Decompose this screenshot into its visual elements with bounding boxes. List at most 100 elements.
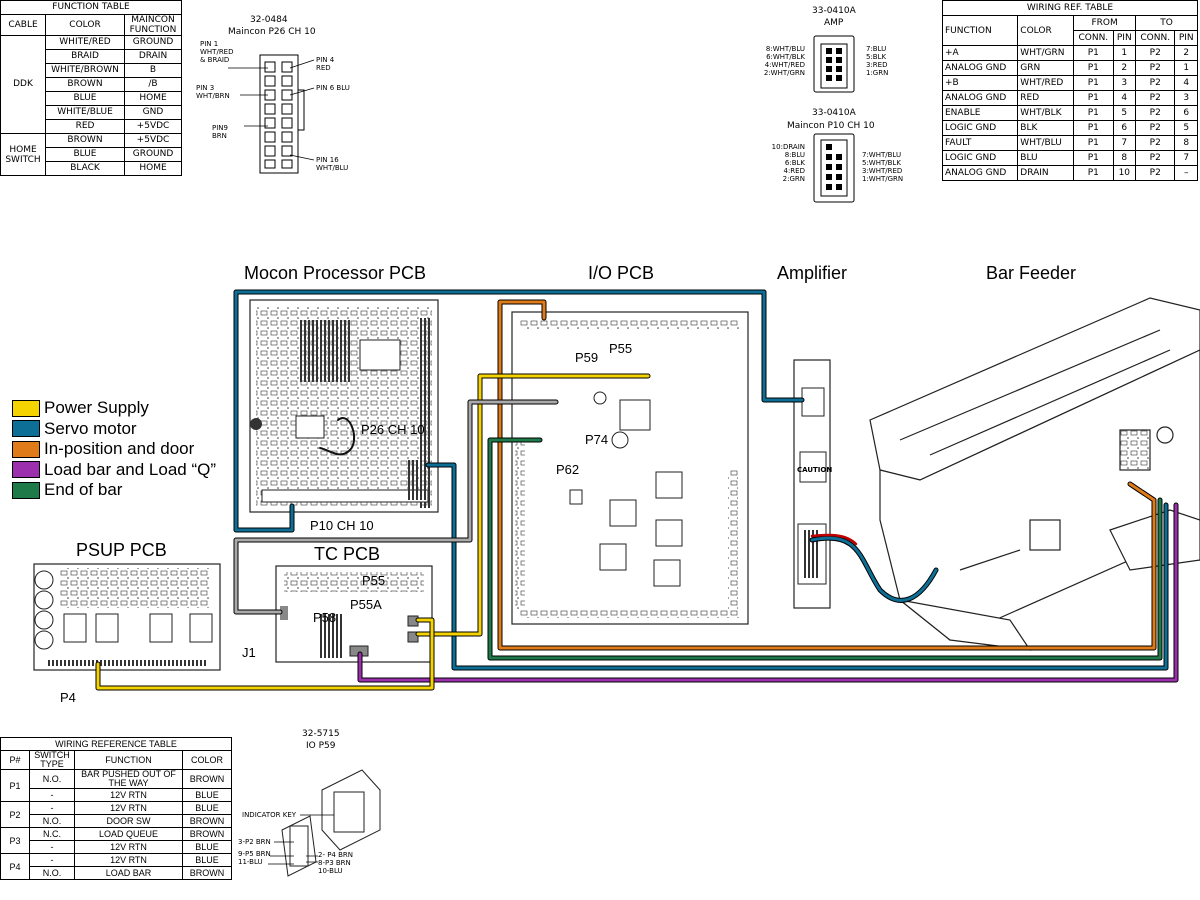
amp-pin-label: 3:RED [866, 61, 888, 69]
amp-pin-label: 7:BLU [866, 45, 887, 53]
label-p62: P62 [556, 462, 580, 477]
p26-title: Maincon P26 CH 10 [228, 27, 316, 37]
p10-left-pins: 10:DRAIN 8:BLU 6:BLK 4:RED 2:GRN [745, 143, 805, 183]
cell-function: 12V RTN [74, 853, 183, 867]
bottom-table-title: WIRING REFERENCE TABLE [0, 737, 232, 751]
legend-item: Load bar and Load “Q” [12, 460, 216, 481]
amp-pin-label: 1:GRN [866, 69, 889, 77]
cell-p-number: P4 [0, 853, 30, 880]
p10-pin-label: 3:WHT/RED [862, 167, 903, 175]
legend-swatch [12, 461, 40, 479]
bar-feeder-machine [869, 297, 1200, 651]
label-p26: P26 CH 10 [361, 422, 425, 437]
p10-right-pins: 7:WHT/BLU 5:WHT/BLK 3:WHT/RED 1:WHT/GRN [862, 151, 903, 183]
cell-from-conn: P1 [1073, 165, 1114, 181]
p59-pin-label: 9-P5 BRN [238, 850, 271, 858]
p59-part-number: 32-5715 [302, 729, 340, 739]
cell-color: BROWN [182, 769, 232, 789]
cell-color: BLUE [182, 801, 232, 815]
label-p58: P58 [313, 610, 337, 625]
p59-right-labels: 2- P4 BRN 8-P3 BRN 10-BLU [318, 851, 353, 875]
col-function: FUNCTION [74, 750, 183, 770]
title-amplifier: Amplifier [777, 263, 848, 283]
table-row: RED+5VDC [1, 119, 182, 134]
cell-color: BLACK [45, 161, 125, 176]
label-p59: P59 [575, 350, 599, 365]
p10-pin-label: 6:BLK [784, 159, 805, 167]
legend-swatch [12, 481, 40, 499]
cell-color: BLUE [182, 853, 232, 867]
p26-part-number: 32-0484 [250, 15, 288, 25]
amp-pin-label: 8:WHT/BLU [765, 45, 805, 53]
legend-item: Servo motor [12, 419, 216, 440]
p10-pin-label: 8:BLU [784, 151, 805, 159]
p10-pin-label: 10:DRAIN [771, 143, 805, 151]
label-p55a: P55A [350, 597, 382, 612]
p10-pin-label: 7:WHT/BLU [862, 151, 902, 159]
cell-switch-type: - [29, 788, 75, 802]
p10-pin-label: 1:WHT/GRN [862, 175, 904, 183]
amp-part-number: 33-0410A [812, 6, 856, 16]
p10-pin-label: 4:RED [783, 167, 806, 175]
p10-title: Maincon P10 CH 10 [787, 121, 875, 131]
cell-switch-type: N.O. [29, 769, 75, 789]
cell-switch-type: N.O. [29, 814, 75, 828]
table-row: BROWN/B [1, 77, 182, 92]
cable-home-switch: HOME SWITCH [0, 133, 46, 176]
label-p4: P4 [60, 690, 76, 705]
p59-pin-label: 3-P2 BRN [238, 838, 271, 846]
cell-switch-type: - [29, 840, 75, 854]
cell-function: HOME [124, 161, 182, 176]
cell-switch-type: N.C. [29, 827, 75, 841]
legend-label: End of bar [44, 480, 123, 500]
title-tc: TC PCB [314, 544, 381, 564]
p59-pin-label: 11-BLU [238, 858, 263, 866]
p26-pin-4-label: PIN 4 RED [316, 56, 335, 72]
legend-item: In-position and door [12, 439, 216, 460]
p59-pin-label: 10-BLU [318, 867, 343, 875]
cell-to-conn: P2 [1135, 165, 1176, 181]
io-pcb [511, 311, 749, 625]
legend-label: Servo motor [44, 418, 137, 438]
label-p55-io: P55 [609, 341, 633, 356]
p26-pin-3-label: PIN 3 WHT/BRN [196, 84, 230, 100]
cell-switch-type: N.O. [29, 866, 75, 880]
col-switch-type: SWITCH TYPE [29, 750, 75, 770]
cell-to-pin: – [1174, 165, 1198, 181]
col-color: COLOR [182, 750, 232, 770]
cell-function: LOAD QUEUE [74, 827, 183, 841]
p59-title: IO P59 [306, 741, 336, 751]
legend-label: Power Supply [44, 398, 149, 418]
table-row: HOME SWITCH BROWN +5VDC [0, 133, 182, 176]
p26-pin-6-label: PIN 6 BLU [316, 84, 350, 92]
cell-function: 12V RTN [74, 788, 183, 802]
label-p55-tc: P55 [362, 573, 386, 588]
label-p74: P74 [585, 432, 609, 447]
cell-p-number: P1 [0, 769, 30, 802]
label-p10: P10 CH 10 [310, 518, 374, 533]
title-bar-feeder: Bar Feeder [986, 263, 1077, 283]
cell-function: LOAD BAR [74, 866, 183, 880]
legend-swatch [12, 420, 40, 438]
cell-function: 12V RTN [74, 801, 183, 815]
legend-swatch [12, 440, 40, 458]
cell-function: ANALOG GND [941, 165, 1019, 181]
p59-left-labels: 3-P2 BRN 9-P5 BRN 11-BLU [238, 838, 271, 866]
cell-switch-type: - [29, 801, 75, 815]
label-caution: CAUTION [797, 466, 833, 474]
cell-to-pin: 8 [1174, 135, 1198, 151]
tc-pcb [275, 565, 433, 663]
